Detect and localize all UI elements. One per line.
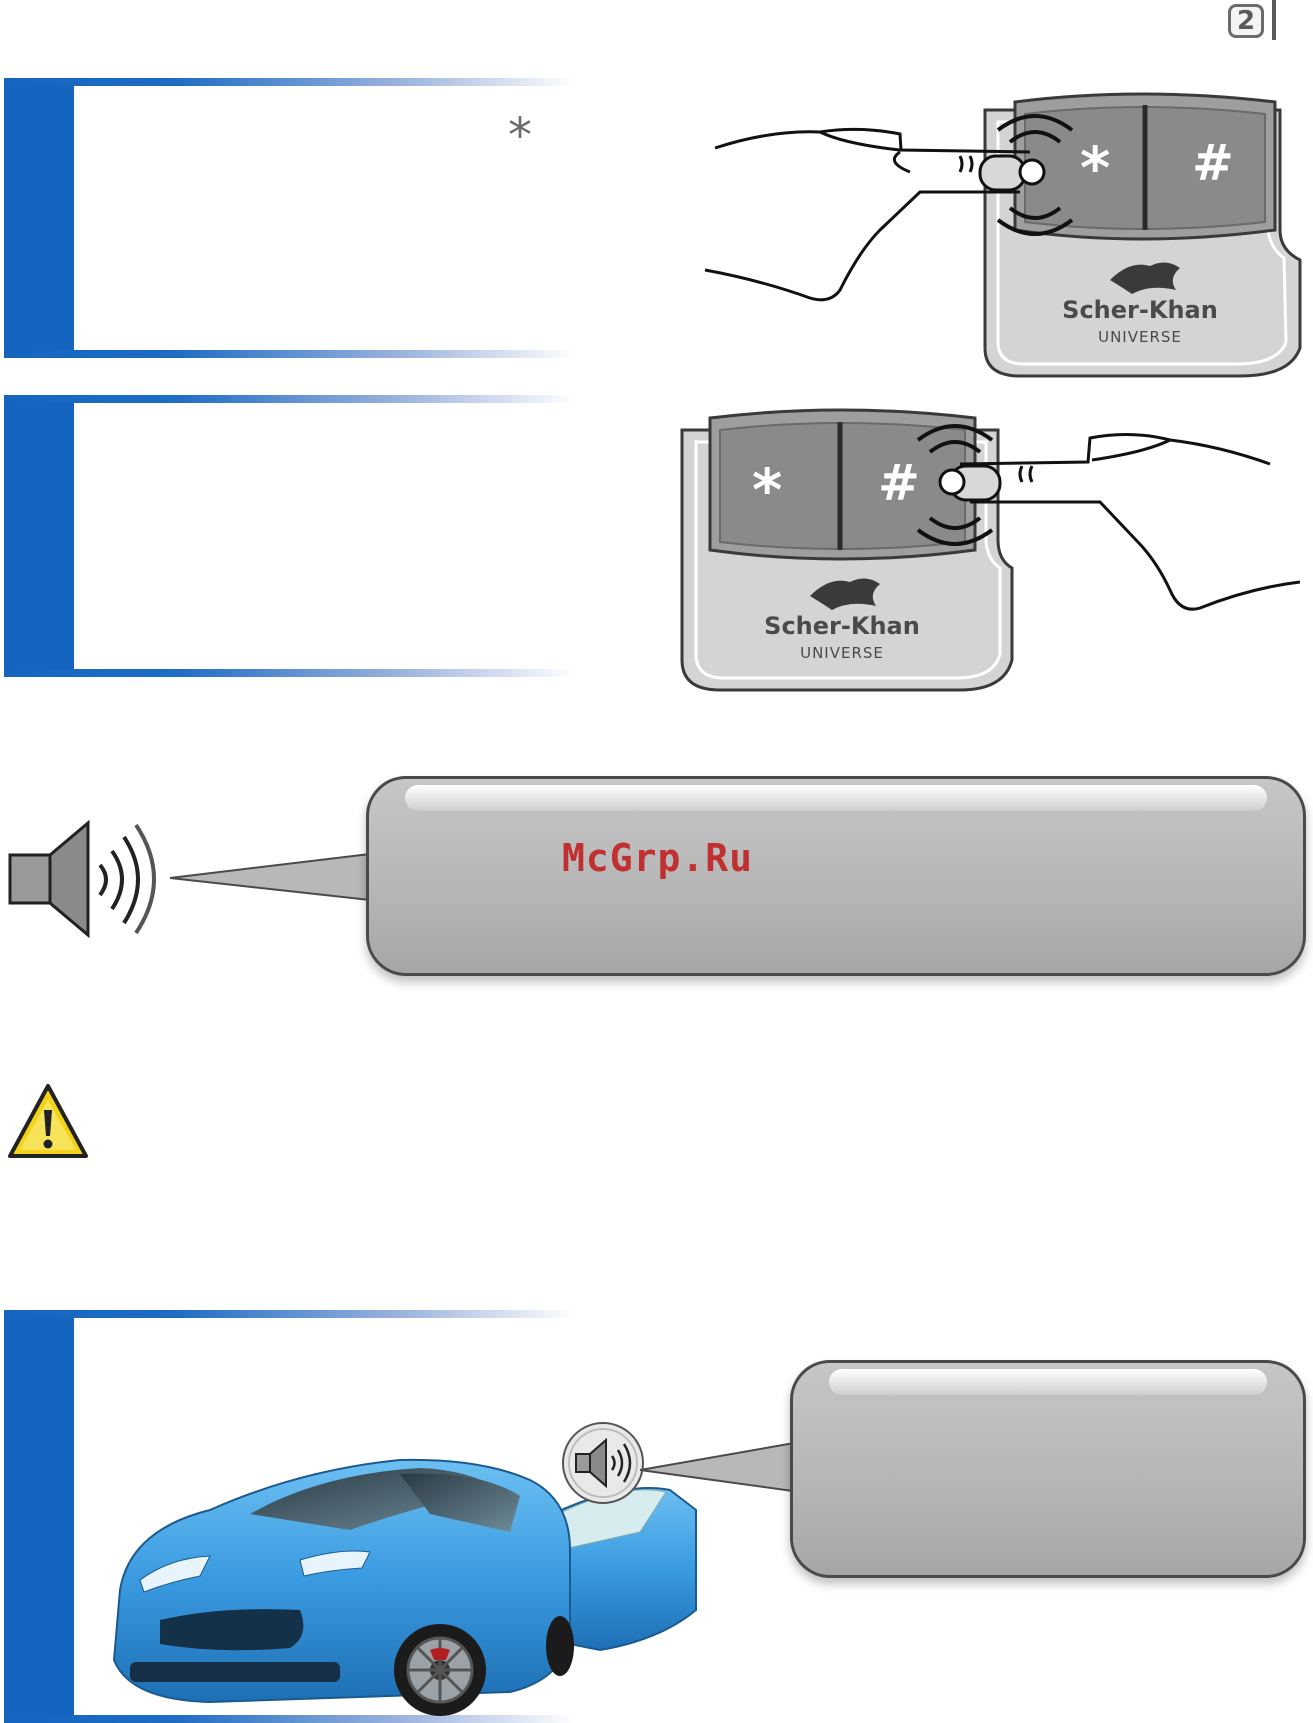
remote-2-brand: Scher-Khan [764,612,920,640]
remote-1-model: UNIVERSE [1098,328,1182,346]
remote-1-lion-logo [1110,262,1180,294]
remote-2-body [680,408,1014,692]
blue-sports-car-image [112,1458,697,1716]
panel-3-bottom-rule [4,1715,576,1723]
panel-3-left-bar [4,1310,74,1723]
speaker-icon-small [562,1422,644,1504]
bubble-1-pointer [170,852,370,902]
panel-3-top-rule [4,1310,576,1318]
remote-2-model: UNIVERSE [800,644,884,662]
instruction-panel-3 [4,1310,576,1723]
panel-2-left-bar [4,395,74,677]
page-number-badge: 2 [1228,4,1264,38]
remote-1-hash-key: # [1192,134,1234,192]
speaker-icon [8,819,156,939]
remote-press-star-illustration: * # Scher-Khan UNIVERSE [704,92,1302,378]
panel-1-left-bar [4,78,74,358]
hand-pointing-right [704,127,1046,302]
speech-bubble-2 [790,1360,1306,1578]
remote-1-star-key: * [1080,134,1110,202]
remote-2-hash-key: # [878,454,920,512]
watermark-text: McGrp.Ru [562,836,754,880]
remote-press-hash-illustration: * # Scher-Khan UNIVERSE [680,408,1301,692]
bubble-1-gloss [405,785,1267,811]
remote-1-brand: Scher-Khan [1062,296,1218,324]
instruction-panel-2 [4,395,576,677]
panel-1-top-rule [4,78,576,86]
instruction-panel-1 [4,78,576,358]
remote-2-lion-logo [810,578,880,610]
press-vibration-waves-2 [916,424,994,546]
speech-bubble-1 [366,776,1306,976]
warning-triangle-icon [8,1084,88,1158]
bubble-2-gloss [829,1369,1267,1395]
bubble-2-pointer [640,1440,800,1494]
press-vibration-waves [996,114,1074,236]
page-number-bar [1272,0,1276,40]
panel-2-top-rule [4,395,576,403]
remote-1-body [983,92,1302,378]
panel-2-bottom-rule [4,669,576,677]
star-symbol: * [508,108,532,164]
hand-pointing-left [938,432,1301,611]
remote-2-star-key: * [752,456,782,524]
panel-1-bottom-rule [4,350,576,358]
